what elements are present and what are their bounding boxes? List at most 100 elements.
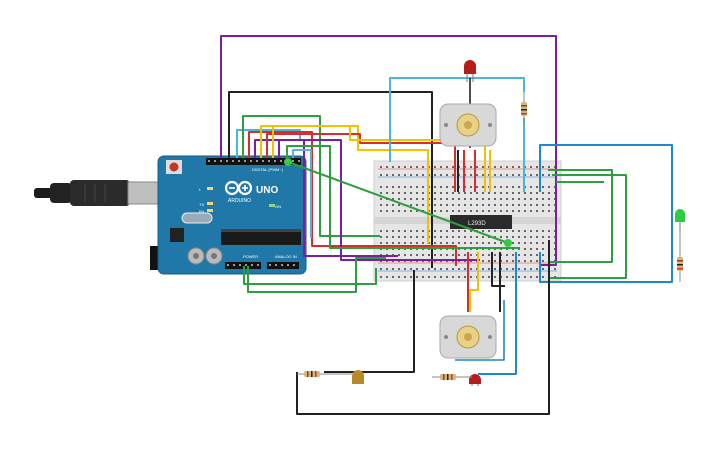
breadboard-hole bbox=[524, 192, 526, 194]
breadboard-hole bbox=[416, 210, 418, 212]
breadboard-hole bbox=[506, 236, 508, 238]
breadboard-hole bbox=[446, 198, 448, 200]
breadboard-hole bbox=[530, 236, 532, 238]
breadboard-hole bbox=[464, 204, 466, 206]
breadboard-hole bbox=[488, 204, 490, 206]
breadboard-hole bbox=[536, 254, 538, 256]
breadboard-hole bbox=[392, 186, 394, 188]
breadboard-hole bbox=[398, 268, 400, 270]
breadboard-hole bbox=[524, 242, 526, 244]
breadboard-hole bbox=[398, 242, 400, 244]
breadboard-hole bbox=[452, 186, 454, 188]
header-pin bbox=[269, 264, 271, 266]
breadboard-hole bbox=[512, 186, 514, 188]
breadboard-hole bbox=[482, 174, 484, 176]
breadboard-hole bbox=[446, 230, 448, 232]
crystal bbox=[181, 212, 213, 224]
breadboard-hole bbox=[452, 236, 454, 238]
header-pin bbox=[214, 160, 216, 162]
breadboard-hole bbox=[398, 198, 400, 200]
breadboard-hole bbox=[410, 236, 412, 238]
wire-blue-bottom bbox=[478, 252, 517, 375]
breadboard-hole bbox=[470, 236, 472, 238]
breadboard-hole bbox=[488, 242, 490, 244]
breadboard-hole bbox=[446, 254, 448, 256]
breadboard-hole bbox=[380, 204, 382, 206]
chip-label: L293D bbox=[468, 221, 486, 227]
breadboard-hole bbox=[404, 192, 406, 194]
arduino-uno-board: UNO ARDUINO DIGITAL (PWM~) TX RX L ON PO… bbox=[157, 155, 307, 275]
breadboard-hole bbox=[392, 230, 394, 232]
analog-in-label: ANALOG IN bbox=[275, 254, 297, 259]
breadboard-hole bbox=[506, 174, 508, 176]
breadboard-hole bbox=[458, 254, 460, 256]
header-pin bbox=[250, 160, 252, 162]
breadboard-hole bbox=[512, 276, 514, 278]
breadboard-hole bbox=[518, 174, 520, 176]
breadboard-hole bbox=[452, 230, 454, 232]
breadboard-hole bbox=[518, 210, 520, 212]
breadboard-hole bbox=[464, 230, 466, 232]
breadboard-hole bbox=[434, 186, 436, 188]
breadboard-hole bbox=[542, 242, 544, 244]
breadboard-hole bbox=[440, 210, 442, 212]
breadboard-hole bbox=[446, 204, 448, 206]
breadboard-hole bbox=[422, 186, 424, 188]
wire-green-right-1 bbox=[548, 169, 613, 263]
breadboard-hole bbox=[440, 166, 442, 168]
breadboard-hole bbox=[392, 268, 394, 270]
wire-red-2 bbox=[266, 133, 456, 192]
breadboard-hole bbox=[398, 230, 400, 232]
breadboard-hole bbox=[422, 276, 424, 278]
rx-label: RX bbox=[199, 209, 205, 214]
breadboard-hole bbox=[386, 174, 388, 176]
breadboard-hole bbox=[500, 242, 502, 244]
breadboard-hole bbox=[398, 236, 400, 238]
breadboard-hole bbox=[482, 242, 484, 244]
breadboard-hole bbox=[422, 192, 424, 194]
wire-yellow-2 bbox=[272, 125, 486, 192]
breadboard-hole bbox=[512, 254, 514, 256]
breadboard-hole bbox=[506, 166, 508, 168]
breadboard-hole bbox=[422, 174, 424, 176]
breadboard-hole bbox=[464, 210, 466, 212]
breadboard-hole bbox=[494, 276, 496, 278]
breadboard-hole bbox=[398, 204, 400, 206]
breadboard-hole bbox=[500, 204, 502, 206]
breadboard-hole bbox=[494, 186, 496, 188]
breadboard-hole bbox=[488, 254, 490, 256]
breadboard-hole bbox=[500, 210, 502, 212]
breadboard-hole bbox=[380, 276, 382, 278]
breadboard-hole bbox=[452, 254, 454, 256]
breadboard-hole bbox=[386, 268, 388, 270]
breadboard-hole bbox=[470, 230, 472, 232]
wire-light-blue-2 bbox=[292, 149, 312, 238]
yellow-led-bottom bbox=[352, 370, 364, 384]
breadboard-hole bbox=[512, 236, 514, 238]
header-pin bbox=[256, 160, 258, 162]
breadboard-hole bbox=[530, 192, 532, 194]
breadboard-hole bbox=[536, 186, 538, 188]
breadboard-hole bbox=[410, 166, 412, 168]
breadboard-hole bbox=[524, 236, 526, 238]
breadboard-hole bbox=[476, 242, 478, 244]
breadboard-hole bbox=[470, 174, 472, 176]
breadboard-hole bbox=[470, 192, 472, 194]
breadboard-hole bbox=[500, 198, 502, 200]
breadboard-hole bbox=[470, 186, 472, 188]
wire-green-2 bbox=[286, 145, 520, 249]
breadboard-hole bbox=[548, 192, 550, 194]
breadboard-hole bbox=[530, 248, 532, 250]
header-pin bbox=[233, 264, 235, 266]
breadboard-hole bbox=[464, 276, 466, 278]
breadboard-hole bbox=[452, 166, 454, 168]
breadboard-hole bbox=[392, 198, 394, 200]
breadboard-hole bbox=[440, 198, 442, 200]
header-pin bbox=[262, 160, 264, 162]
breadboard-hole bbox=[416, 236, 418, 238]
breadboard-hole bbox=[434, 174, 436, 176]
header-pin bbox=[239, 264, 241, 266]
header-pin bbox=[226, 160, 228, 162]
breadboard-hole bbox=[530, 242, 532, 244]
breadboard-hole bbox=[446, 192, 448, 194]
